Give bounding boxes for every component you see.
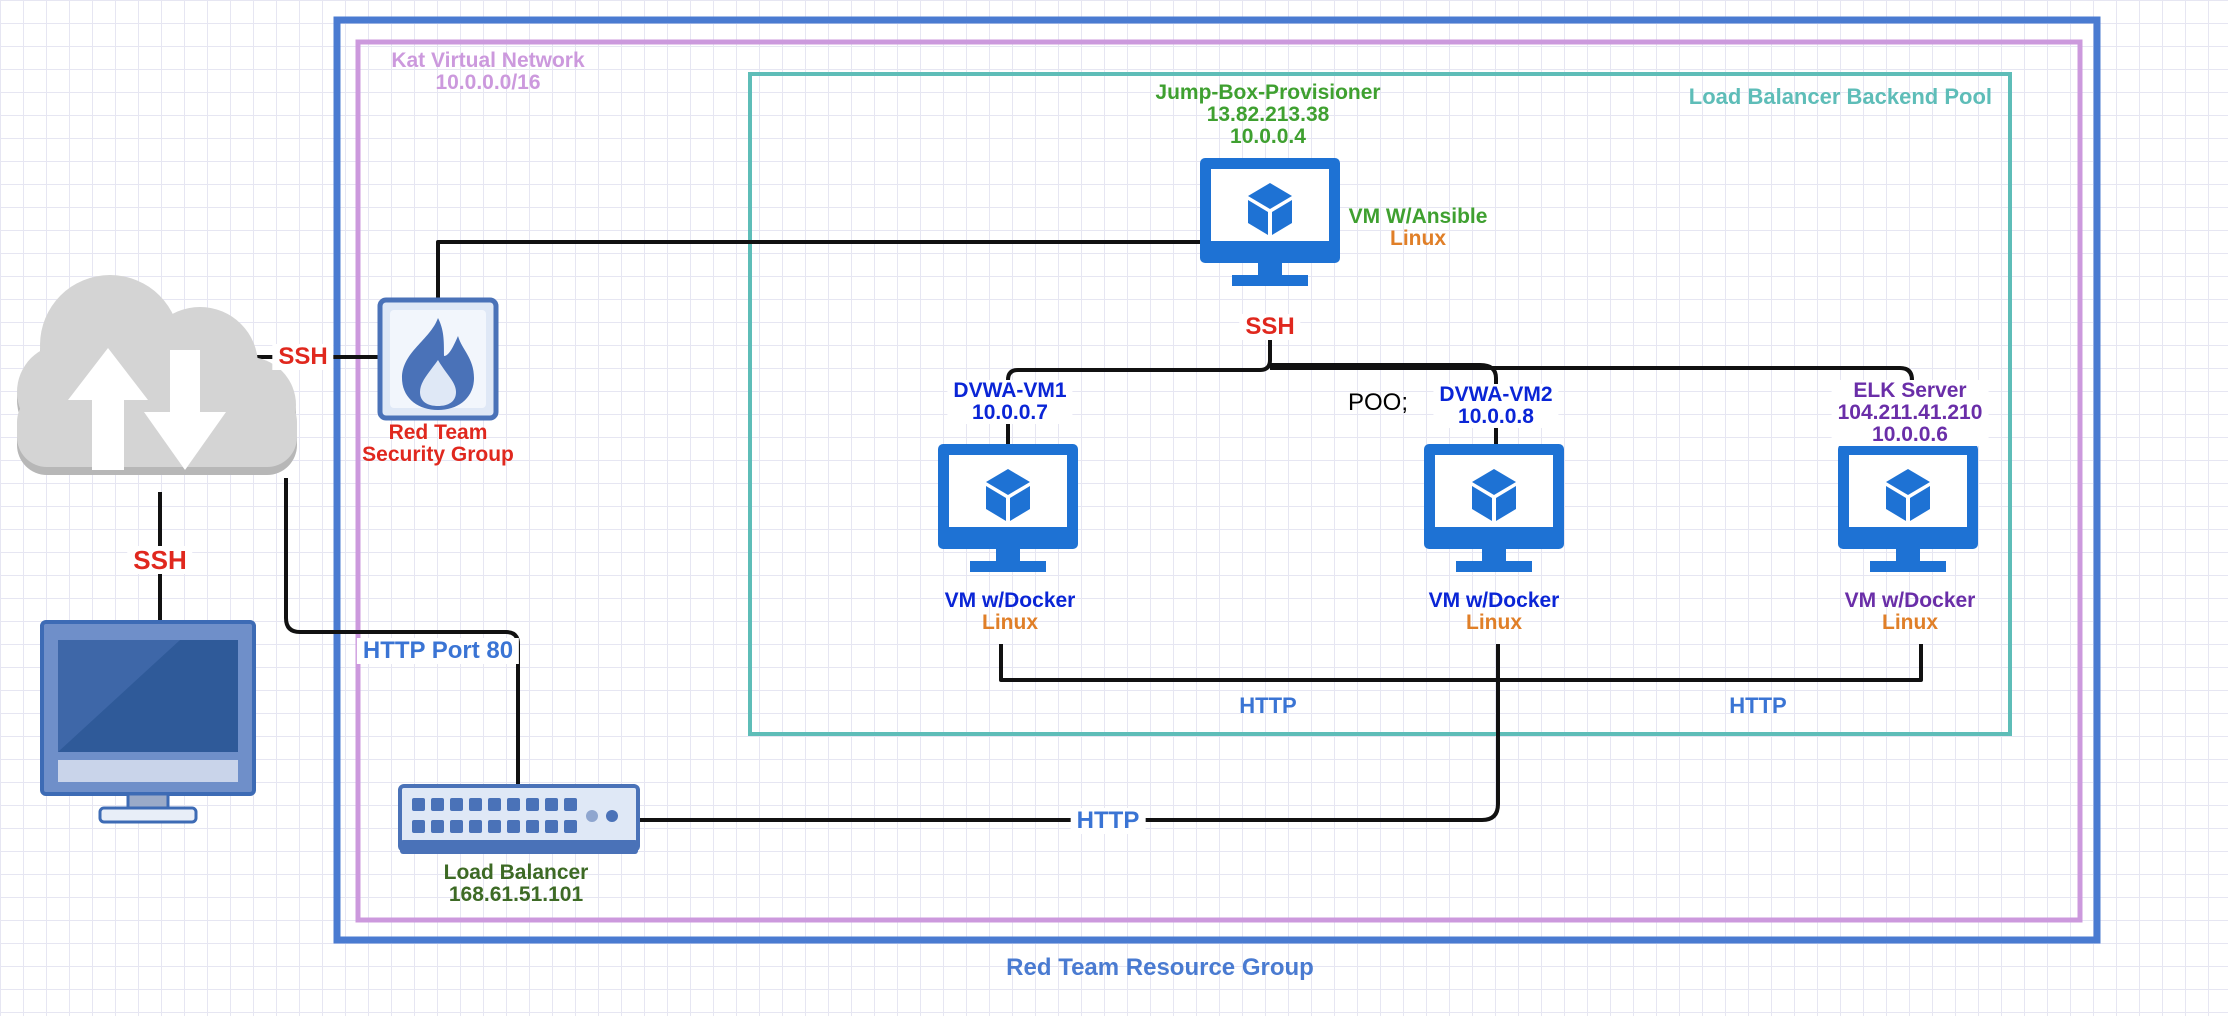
dvwa-vm2-role-info: VM w/Docker Linux (1429, 590, 1560, 634)
dvwa-vm2-role: VM w/Docker (1428, 589, 1560, 612)
dvwa-vm2-private-ip: 10.0.0.8 (1433, 406, 1559, 428)
workstation-monitor-icon (40, 620, 256, 824)
dvwa-vm1-role-info: VM w/Docker Linux (945, 590, 1076, 634)
dvwa-vm2-info: DVWA-VM2 10.0.0.8 (1433, 384, 1559, 428)
switch-port-icon (564, 820, 577, 833)
elk-server-role: VM w/Docker (1844, 589, 1976, 612)
dvwa-vm1-role: VM w/Docker (944, 589, 1076, 612)
load-balancer-ip: 168.61.51.101 (448, 883, 584, 906)
switch-port-icon (545, 820, 558, 833)
backend-pool-boundary (748, 72, 2012, 736)
switch-port-icon (431, 820, 444, 833)
jump-box-role-info: VM W/Ansible Linux (1349, 206, 1488, 250)
dvwa-vm1-vm-icon (938, 444, 1078, 572)
resource-group-boundary (333, 16, 2101, 944)
elk-server-vm-icon (1838, 444, 1978, 572)
virtual-network-label: Kat Virtual Network 10.0.0.0/16 (391, 50, 584, 94)
switch-port-icon (507, 798, 520, 811)
switch-port-icon (412, 820, 425, 833)
jump-box-role: VM W/Ansible (1348, 205, 1488, 228)
ssh-cloud-nsg-label: SSH (272, 344, 334, 370)
switch-port-icon (469, 820, 482, 833)
virtual-network-cidr: 10.0.0.0/16 (435, 71, 541, 94)
ssh-jumpbox-label: SSH (1239, 314, 1301, 340)
jump-box-vm-icon (1200, 158, 1340, 286)
elk-server-info: ELK Server 104.211.41.210 10.0.0.6 (1831, 380, 1989, 446)
load-balancer-name: Load Balancer (443, 861, 589, 884)
security-group-label: Red Team Security Group (362, 422, 514, 466)
line-jumpbox-to-vms (1006, 318, 1914, 444)
elk-server-public-ip: 104.211.41.210 (1831, 402, 1989, 424)
dvwa-vm2-name: DVWA-VM2 (1433, 384, 1559, 406)
security-group-line1: Red Team (388, 421, 488, 444)
http-lb-label: HTTP (1070, 808, 1146, 834)
dvwa-vm1-os: Linux (982, 611, 1038, 634)
load-balancer-label: Load Balancer 168.61.51.101 (444, 862, 589, 906)
dvwa-vm1-info: DVWA-VM1 10.0.0.7 (947, 380, 1073, 424)
resource-group-label: Red Team Resource Group (1006, 954, 1314, 981)
http-pool-2-label: HTTP (1729, 693, 1787, 718)
switch-port-icon (412, 798, 425, 811)
dvwa-vm1-private-ip: 10.0.0.7 (947, 402, 1073, 424)
backend-pool-label: Load Balancer Backend Pool (1688, 84, 1992, 109)
connection-lines (158, 240, 1923, 822)
switch-port-icon (564, 798, 577, 811)
jump-box-private-ip: 10.0.0.4 (1230, 125, 1306, 148)
dvwa-vm1-name: DVWA-VM1 (947, 380, 1073, 402)
jump-box-public-ip: 13.82.213.38 (1206, 103, 1330, 126)
elk-server-os: Linux (1882, 611, 1938, 634)
switch-port-icon (469, 798, 482, 811)
http-port-80-label: HTTP Port 80 (356, 638, 520, 664)
internet-cloud-icon (17, 275, 297, 475)
line-nsg-to-jumpbox (436, 240, 1210, 300)
virtual-network-name: Kat Virtual Network (391, 49, 585, 72)
line-lb-to-vm2 (640, 644, 1500, 822)
load-balancer-switch-icon (398, 784, 640, 854)
stray-text: POO; (1347, 389, 1409, 416)
ssh-workstation-label: SSH (127, 546, 193, 574)
download-arrow-icon (144, 350, 226, 470)
dvwa-vm2-vm-icon (1424, 444, 1564, 572)
switch-port-icon (526, 820, 539, 833)
switch-port-icon (526, 798, 539, 811)
http-pool-1-label: HTTP (1239, 693, 1297, 718)
switch-port-icon (488, 798, 501, 811)
virtual-network-boundary (355, 39, 2083, 923)
switch-port-icon (450, 798, 463, 811)
line-cloud-to-load-balancer (284, 478, 520, 790)
switch-port-icon (488, 820, 501, 833)
security-group-line2: Security Group (362, 443, 514, 466)
jump-box-name: Jump-Box-Provisioner (1155, 81, 1381, 104)
jump-box-os: Linux (1390, 227, 1446, 250)
upload-arrow-icon (68, 348, 148, 470)
switch-port-icon (545, 798, 558, 811)
elk-server-name: ELK Server (1831, 380, 1989, 402)
line-pool-http (999, 644, 1923, 682)
switch-port-icon (450, 820, 463, 833)
security-group-firewall-icon (377, 297, 499, 421)
switch-port-icon (431, 798, 444, 811)
dvwa-vm2-os: Linux (1466, 611, 1522, 634)
elk-server-private-ip: 10.0.0.6 (1831, 424, 1989, 446)
switch-port-icon (507, 820, 520, 833)
jump-box-info: Jump-Box-Provisioner 13.82.213.38 10.0.0… (1155, 82, 1380, 148)
elk-server-role-info: VM w/Docker Linux (1845, 590, 1976, 634)
